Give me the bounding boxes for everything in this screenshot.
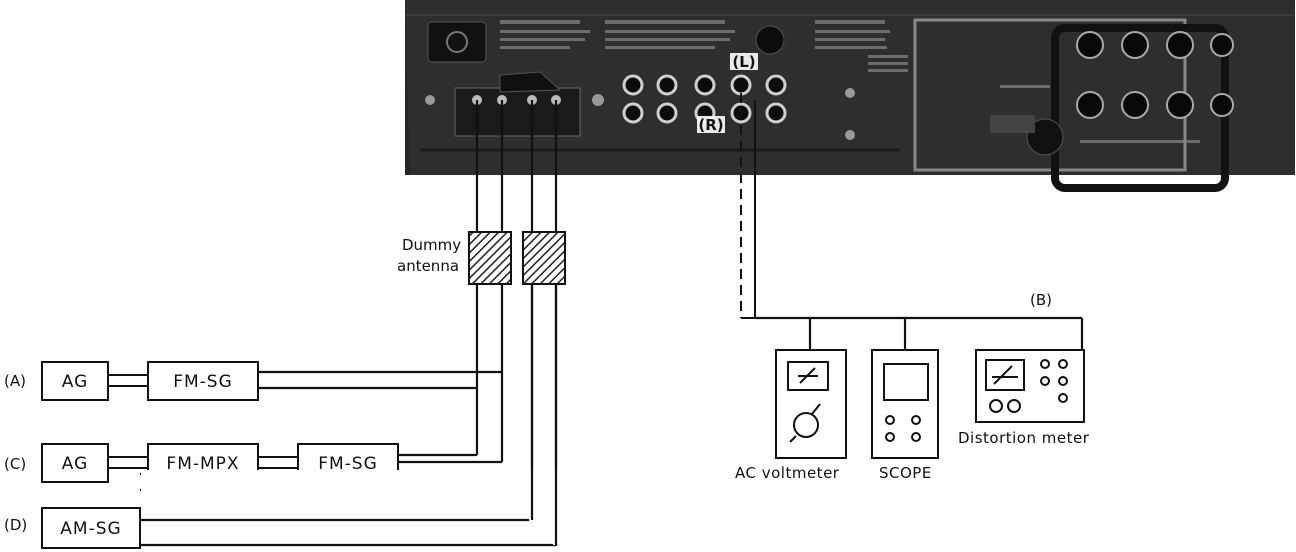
meter-face-icon — [985, 359, 1025, 391]
distortion-meter: Distortion meter — [958, 349, 1090, 447]
scope-screen-icon — [883, 363, 929, 401]
ag-block — [41, 443, 109, 483]
dummy-antenna-label-line1: Dummy — [402, 236, 461, 254]
fm-mpx-block-label: FM-MPX — [166, 454, 239, 474]
row-d: (D) AM-SG — [4, 507, 141, 549]
fm-sg-block-label: FM-SG — [173, 372, 233, 392]
ag-block — [41, 361, 109, 401]
scope-caption: SCOPE — [879, 464, 932, 482]
ac-voltmeter: AC voltmeter — [735, 349, 847, 482]
channel-l-label: (L) — [730, 53, 758, 71]
dummy-antenna-label-line2: antenna — [397, 257, 459, 275]
fm-sg-block-label: FM-SG — [318, 454, 378, 474]
row-c-tag: (C) — [4, 455, 26, 473]
am-sg-block — [41, 507, 141, 549]
channel-l-text: (L) — [732, 53, 755, 71]
row-b-tag: (B) — [1030, 291, 1052, 309]
channel-r-text: (R) — [698, 116, 723, 134]
receiver-rear-panel — [405, 0, 1295, 192]
scope: SCOPE — [871, 349, 939, 482]
ac-voltmeter-caption: AC voltmeter — [735, 464, 840, 482]
output-wiring: (B) — [740, 93, 1084, 350]
dummy-antenna-am — [522, 231, 566, 285]
knob-icon — [793, 412, 819, 438]
row-a: (A) AG FM-SG — [4, 361, 259, 401]
row-c: (C) AG FM-MPX FM-SG — [4, 443, 399, 483]
dummy-antenna-fm — [468, 231, 512, 285]
channel-r-label: (R) — [697, 116, 725, 134]
fm-sg-block — [147, 361, 259, 401]
row-a-tag: (A) — [4, 372, 26, 390]
distortion-meter-caption: Distortion meter — [958, 429, 1090, 447]
row-d-tag: (D) — [4, 516, 27, 534]
ag-block-label: AG — [62, 372, 89, 392]
ag-block-label: AG — [62, 454, 89, 474]
am-sg-block-label: AM-SG — [60, 519, 121, 539]
